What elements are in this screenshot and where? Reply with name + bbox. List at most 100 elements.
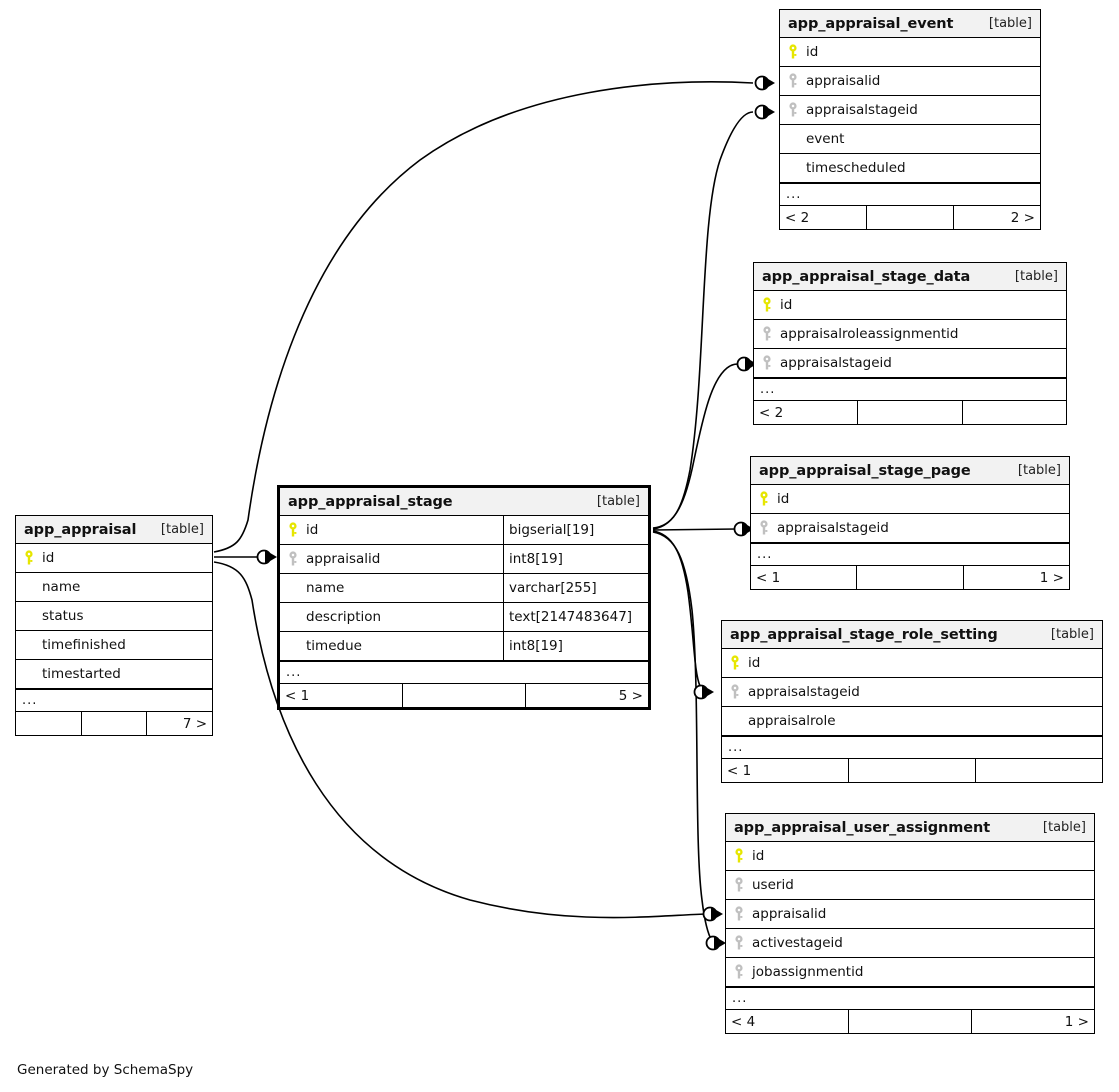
column-row[interactable]: appraisalid <box>726 900 1094 929</box>
footer-middle <box>848 1010 971 1033</box>
edge-stage-to-event <box>652 111 754 529</box>
column-row[interactable]: id <box>754 291 1066 320</box>
key-slot <box>754 355 780 371</box>
more-columns-ellipsis: ... <box>726 987 1094 1010</box>
more-columns-ellipsis: ... <box>751 543 1069 566</box>
table-footer: < 2 <box>754 401 1066 424</box>
column-row[interactable]: appraisalid <box>780 67 1040 96</box>
key-slot <box>726 964 752 980</box>
column-type: bigserial[19] <box>503 516 648 544</box>
footer-children-count: 2 > <box>953 206 1040 229</box>
column-row[interactable]: name <box>16 573 212 602</box>
key-slot <box>280 551 306 567</box>
column-name: description <box>306 609 382 625</box>
primary-key-icon <box>789 44 797 59</box>
table-tag: [table] <box>1050 627 1094 642</box>
table-app_appraisal_stage_role_setting[interactable]: app_appraisal_stage_role_setting[table]i… <box>721 620 1103 783</box>
key-slot <box>722 655 748 671</box>
column-row[interactable]: jobassignmentid <box>726 958 1094 987</box>
key-slot <box>751 520 777 536</box>
column-row[interactable]: appraisalstageid <box>722 678 1102 707</box>
column-row[interactable]: userid <box>726 871 1094 900</box>
column-row[interactable]: event <box>780 125 1040 154</box>
column-left: appraisalrole <box>722 707 1102 735</box>
column-row[interactable]: timescheduled <box>780 154 1040 183</box>
column-row[interactable]: id <box>16 544 212 573</box>
column-name: id <box>42 550 55 566</box>
key-slot <box>722 684 748 700</box>
column-name: appraisalid <box>306 551 381 567</box>
column-name: timestarted <box>42 666 121 682</box>
edge-stage-to-user-assignment <box>652 531 713 942</box>
table-tag: [table] <box>596 494 640 509</box>
column-name: id <box>780 297 793 313</box>
primary-key-icon <box>25 550 33 565</box>
table-tag: [table] <box>1014 269 1058 284</box>
table-title: app_appraisal_event <box>788 15 954 32</box>
column-left: timescheduled <box>780 154 1040 182</box>
column-left: userid <box>726 871 1094 899</box>
primary-key-icon <box>735 848 743 863</box>
column-left: appraisalstageid <box>754 349 1066 377</box>
column-row[interactable]: appraisalrole <box>722 707 1102 736</box>
key-slot <box>726 848 752 864</box>
key-slot <box>280 522 306 538</box>
column-name: name <box>306 580 345 596</box>
primary-key-icon <box>763 297 771 312</box>
footer-middle <box>402 684 525 707</box>
column-name: id <box>777 491 790 507</box>
column-row[interactable]: appraisalroleassignmentid <box>754 320 1066 349</box>
column-left: appraisalstageid <box>780 96 1040 124</box>
column-left: timestarted <box>16 660 212 688</box>
key-slot <box>16 550 42 566</box>
column-row[interactable]: id <box>726 842 1094 871</box>
column-name: event <box>806 131 845 147</box>
table-tag: [table] <box>1017 463 1061 478</box>
column-row[interactable]: id <box>722 649 1102 678</box>
column-type: text[2147483647] <box>503 603 648 631</box>
more-columns-ellipsis: ... <box>16 689 212 712</box>
table-header-app_appraisal_user_assignment: app_appraisal_user_assignment[table] <box>726 814 1094 842</box>
column-row[interactable]: description text[2147483647] <box>280 603 648 632</box>
footer-middle <box>80 712 147 735</box>
column-type: int8[19] <box>503 632 648 660</box>
column-left: appraisalid <box>280 545 503 573</box>
column-left: appraisalid <box>780 67 1040 95</box>
foreign-key-icon <box>789 102 797 117</box>
column-row[interactable]: appraisalstageid <box>780 96 1040 125</box>
column-left: id <box>751 485 1069 513</box>
column-name: appraisalid <box>806 73 881 89</box>
footer-children-count <box>961 401 1066 424</box>
column-row[interactable]: id <box>780 38 1040 67</box>
column-left: appraisalstageid <box>751 514 1069 542</box>
column-row[interactable]: appraisalstageid <box>754 349 1066 378</box>
key-slot <box>726 877 752 893</box>
footer-children-count: 7 > <box>146 712 212 735</box>
foreign-key-icon <box>735 877 743 892</box>
column-name: appraisalstageid <box>777 520 889 536</box>
column-name: appraisalstageid <box>780 355 892 371</box>
column-row[interactable]: appraisalstageid <box>751 514 1069 543</box>
footer-parents-count: < 1 <box>727 762 752 779</box>
column-row[interactable]: timefinished <box>16 631 212 660</box>
column-left: appraisalstageid <box>722 678 1102 706</box>
footer-children-count <box>975 759 1102 782</box>
column-row[interactable]: status <box>16 602 212 631</box>
column-left: jobassignmentid <box>726 958 1094 986</box>
key-slot <box>726 935 752 951</box>
column-row[interactable]: activestageid <box>726 929 1094 958</box>
column-row[interactable]: timestarted <box>16 660 212 689</box>
column-row[interactable]: id <box>751 485 1069 514</box>
